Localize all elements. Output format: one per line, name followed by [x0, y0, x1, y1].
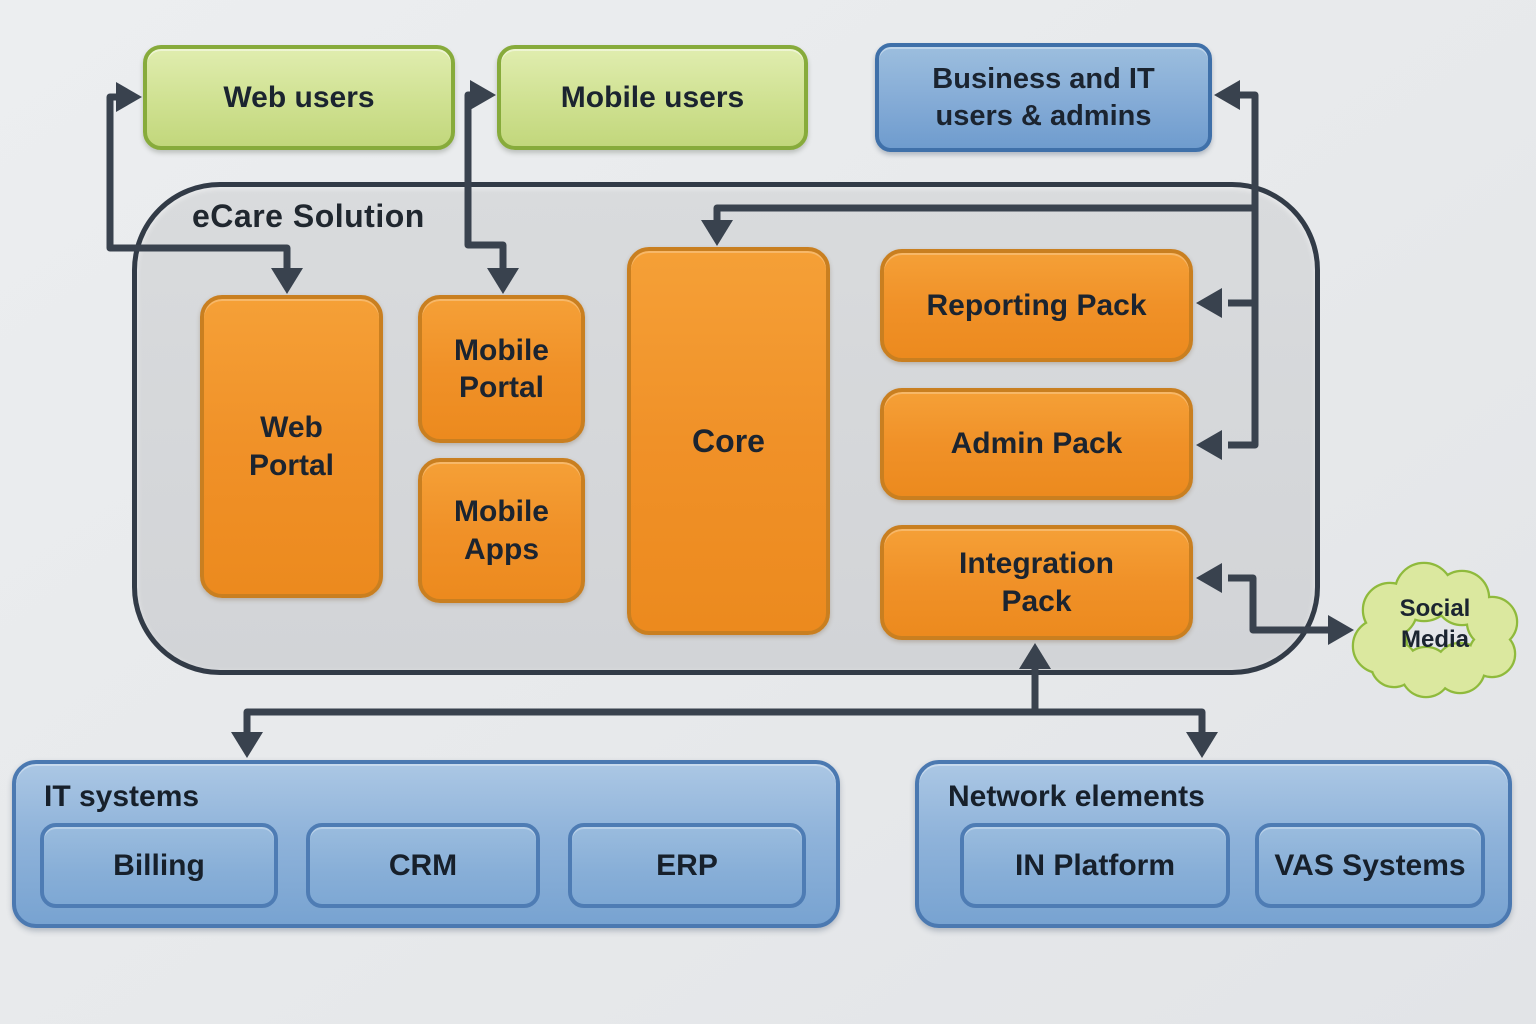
node-social-media: Social Media: [1340, 552, 1530, 702]
node-web-portal: Web Portal: [200, 295, 383, 598]
cloud-shape: [1351, 561, 1519, 699]
node-reporting-pack: Reporting Pack: [880, 249, 1193, 362]
chip-erp: ERP: [568, 823, 806, 908]
node-core: Core: [627, 247, 830, 635]
chip-vas-systems-label: VAS Systems: [1274, 848, 1466, 882]
chip-billing-label: Billing: [113, 848, 205, 882]
chip-vas-systems: VAS Systems: [1255, 823, 1485, 908]
node-web-portal-label: Web Portal: [248, 411, 335, 482]
node-social-media-label: Social Media: [1399, 594, 1471, 653]
chip-billing: Billing: [40, 823, 278, 908]
node-integration-pack-label: Integration Pack: [959, 547, 1114, 618]
node-web-users: Web users: [143, 45, 455, 150]
node-mobile-users: Mobile users: [497, 45, 808, 150]
node-mobile-apps: Mobile Apps: [418, 458, 585, 603]
node-admin-pack: Admin Pack: [880, 388, 1193, 500]
node-mobile-portal: Mobile Portal: [418, 295, 585, 443]
chip-in-platform-label: IN Platform: [1014, 848, 1176, 882]
panel-network-elements-label: Network elements: [948, 780, 1205, 813]
chip-crm-label: CRM: [388, 848, 458, 882]
chip-erp-label: ERP: [656, 848, 718, 882]
arrowhead-into-webusers: [116, 82, 142, 112]
node-business-users-label: Business and IT users & admins: [932, 63, 1155, 132]
node-web-users-label: Web users: [223, 80, 375, 114]
node-core-label: Core: [692, 423, 765, 459]
node-mobile-users-label: Mobile users: [560, 80, 745, 114]
node-admin-pack-label: Admin Pack: [950, 427, 1123, 461]
chip-in-platform: IN Platform: [960, 823, 1230, 908]
node-reporting-pack-label: Reporting Pack: [926, 288, 1147, 322]
ecare-solution-title: eCare Solution: [192, 198, 425, 234]
arrowhead-into-itsystems: [231, 732, 263, 758]
node-integration-pack: Integration Pack: [880, 525, 1193, 640]
node-business-users: Business and IT users & admins: [875, 43, 1212, 152]
arrowhead-into-businessusers: [1214, 80, 1240, 110]
edge-integration-bottom: [243, 708, 1206, 745]
arrowhead-into-networkelements: [1186, 732, 1218, 758]
arrowhead-into-mobileusers: [470, 80, 496, 110]
chip-crm: CRM: [306, 823, 540, 908]
panel-it-systems-label: IT systems: [44, 780, 200, 813]
node-mobile-portal-label: Mobile Portal: [454, 333, 549, 405]
node-mobile-apps-label: Mobile Apps: [454, 495, 549, 566]
